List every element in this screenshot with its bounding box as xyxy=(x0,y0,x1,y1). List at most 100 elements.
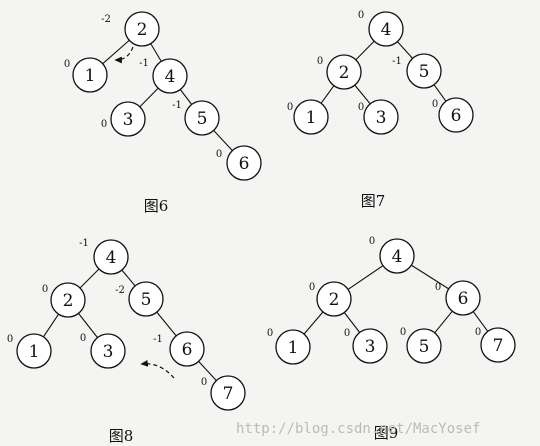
rotation-arrow xyxy=(140,360,175,379)
tree-node: 20 xyxy=(42,282,86,318)
watermark-text: http://blog.csdn.net/MacYosef xyxy=(236,421,480,437)
tree-node: 60 xyxy=(432,97,474,133)
node-value: 6 xyxy=(458,289,469,309)
node-value: 5 xyxy=(141,290,152,310)
tree-edge xyxy=(42,313,60,338)
node-value: 2 xyxy=(329,290,340,310)
balance-factor-label: 0 xyxy=(309,282,315,293)
node-value: 6 xyxy=(239,154,250,174)
node-value: 6 xyxy=(182,340,193,360)
tree-edge xyxy=(303,311,324,335)
balance-factor-label: -2 xyxy=(115,285,125,296)
tree-node: 70 xyxy=(201,375,246,411)
node-circle xyxy=(316,281,352,317)
tree-node: 6 -1 xyxy=(153,331,205,367)
node-value: 4 xyxy=(165,67,176,87)
node-circle xyxy=(406,53,442,89)
tree-edge xyxy=(347,265,384,290)
tree-node: 20 xyxy=(309,281,352,317)
balance-factor-label: -2 xyxy=(101,14,111,25)
node-circle xyxy=(379,238,415,274)
tree-edge xyxy=(472,311,489,332)
tree-node: 4 -1 xyxy=(79,238,129,275)
node-circle xyxy=(110,101,146,137)
tree-node: 2 -2 xyxy=(101,11,160,47)
node-value: 3 xyxy=(365,337,376,357)
tree-node: 70 xyxy=(475,327,516,363)
tree-node: 5-1 xyxy=(392,53,442,89)
balance-factor-label: 0 xyxy=(400,327,406,338)
tree-edge xyxy=(434,310,453,334)
node-value: 6 xyxy=(451,106,462,126)
node-circle xyxy=(184,100,220,136)
tree-edge xyxy=(79,268,100,289)
balance-factor-label: 0 xyxy=(432,99,438,110)
node-circle xyxy=(16,333,52,369)
node-circle xyxy=(128,281,164,317)
figure-caption: 图7 xyxy=(361,192,386,210)
node-circle xyxy=(352,328,388,364)
node-circle xyxy=(50,282,86,318)
balance-factor-label: -1 xyxy=(79,238,89,249)
tree-edge xyxy=(320,85,335,104)
tree-node: 10 xyxy=(64,57,108,93)
tree-edge xyxy=(213,130,233,151)
balance-factor-label: -1 xyxy=(172,100,182,111)
tree-edge xyxy=(156,311,177,337)
tree-node: 40 xyxy=(369,236,415,274)
node-value: 2 xyxy=(137,20,148,40)
tree-edge xyxy=(78,313,98,338)
node-value: 1 xyxy=(29,342,40,362)
tree-node: 30 xyxy=(344,328,388,364)
node-circle xyxy=(445,280,481,316)
balance-factor-label: 0 xyxy=(475,327,481,338)
tree-node: 10 xyxy=(267,328,311,365)
node-circle xyxy=(363,99,399,135)
tree-node: 5 -2 xyxy=(115,281,164,317)
node-value: 4 xyxy=(381,20,392,40)
balance-factor-label: 0 xyxy=(101,119,107,130)
node-value: 4 xyxy=(106,248,117,268)
node-circle xyxy=(152,58,188,94)
tree-edge xyxy=(102,39,130,65)
tree-node: 60 xyxy=(435,280,481,316)
balance-factor-label: -1 xyxy=(153,334,163,345)
balance-factor-label: 0 xyxy=(64,59,70,70)
balance-factor-label: 0 xyxy=(216,149,222,160)
node-circle xyxy=(72,57,108,93)
node-value: 3 xyxy=(103,342,114,362)
tree-edge xyxy=(179,89,193,105)
balance-factor-label: 0 xyxy=(42,284,48,295)
node-value: 1 xyxy=(288,338,299,358)
balance-factor-label: 0 xyxy=(7,334,13,345)
tree-node: 10 xyxy=(287,99,329,135)
balance-factor-label: -1 xyxy=(392,56,402,67)
node-circle xyxy=(93,239,129,275)
node-circle xyxy=(90,333,126,369)
figure-caption: 图9 xyxy=(374,424,399,442)
node-circle xyxy=(406,328,442,364)
tree-edge xyxy=(354,84,371,105)
tree-edge xyxy=(355,40,375,61)
node-circle xyxy=(293,99,329,135)
tree-edge xyxy=(121,269,136,287)
tree-node: 30 xyxy=(101,101,146,137)
tree-edge xyxy=(343,312,361,333)
balance-factor-label: 0 xyxy=(201,377,207,388)
figure-7: 4 0 2 0 5-1 10 30 60 图7 xyxy=(287,10,474,210)
node-value: 2 xyxy=(63,291,74,311)
tree-node: 4-1 xyxy=(139,58,188,94)
tree-edge xyxy=(139,87,159,108)
node-value: 7 xyxy=(223,384,234,404)
balance-factor-label: 0 xyxy=(358,102,364,113)
node-value: 1 xyxy=(85,66,96,86)
figure-caption: 图8 xyxy=(109,427,134,445)
node-value: 4 xyxy=(392,247,403,267)
tree-node: 30 xyxy=(358,99,399,135)
node-circle xyxy=(368,11,404,47)
figure-caption: 图6 xyxy=(144,197,169,215)
node-value: 2 xyxy=(339,63,350,83)
